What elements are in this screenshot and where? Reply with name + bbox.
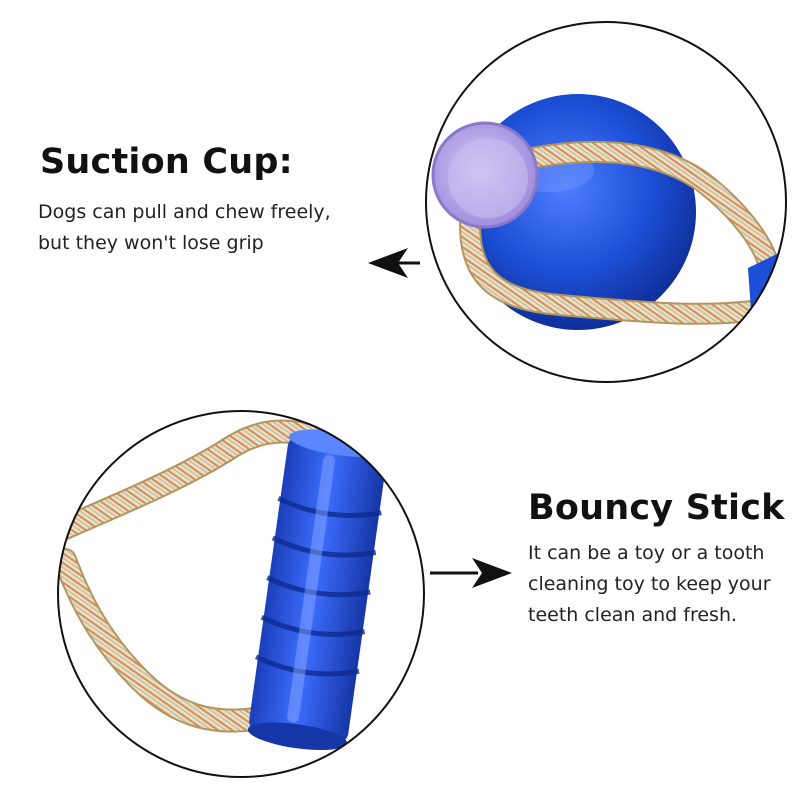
suction-cup-photo [425,21,787,383]
right-arrow-icon [430,558,512,588]
suction-cup-heading: Suction Cup: [40,142,293,182]
bouncy-stick-photo [57,410,425,778]
left-arrow-icon [368,248,420,278]
bouncy-stick [247,429,389,751]
bouncy-stick-heading: Bouncy Stick : [528,488,800,528]
suction-cup-description: Dogs can pull and chew freely, but they … [38,201,331,254]
bouncy-stick-description: It can be a toy or a tooth cleaning toy … [528,542,771,626]
